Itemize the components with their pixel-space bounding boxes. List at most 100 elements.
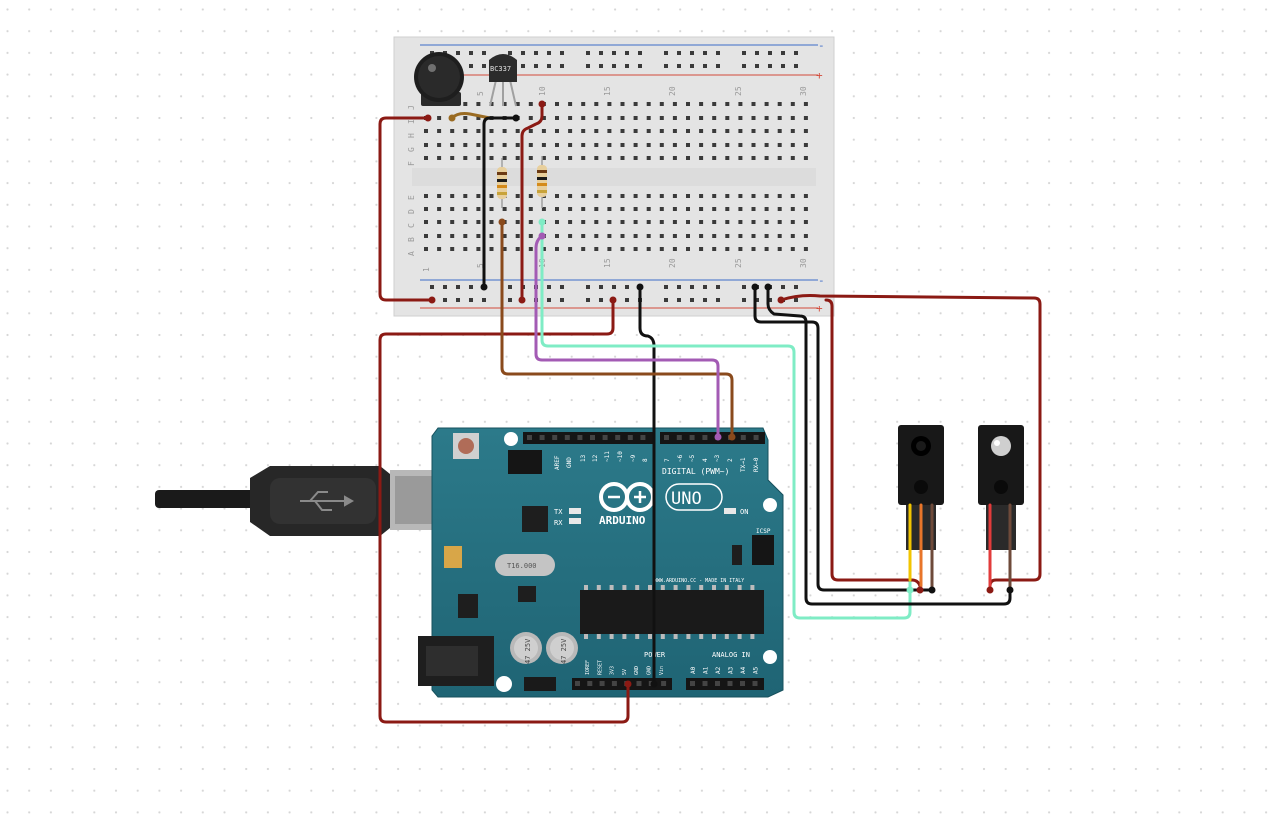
- breadboard-hole[interactable]: [686, 143, 690, 147]
- rail-hole[interactable]: [625, 298, 629, 302]
- breadboard-hole[interactable]: [581, 207, 586, 211]
- breadboard-hole[interactable]: [528, 116, 533, 120]
- wire-col10-to-plus-rail[interactable]: [520, 102, 544, 302]
- breadboard-hole[interactable]: [607, 220, 612, 224]
- breadboard-hole[interactable]: [424, 129, 428, 133]
- header-pin-hole[interactable]: [552, 435, 558, 440]
- rail-hole[interactable]: [612, 285, 616, 289]
- breadboard-hole[interactable]: [476, 220, 481, 224]
- breadboard-hole[interactable]: [528, 156, 533, 160]
- breadboard-hole[interactable]: [568, 156, 573, 160]
- breadboard-hole[interactable]: [515, 234, 520, 238]
- breadboard-hole[interactable]: [751, 234, 756, 238]
- breadboard-hole[interactable]: [777, 220, 782, 224]
- rail-hole[interactable]: [755, 298, 759, 302]
- breadboard-hole[interactable]: [725, 194, 730, 198]
- header-pin-hole[interactable]: [740, 435, 746, 440]
- rail-hole[interactable]: [508, 285, 512, 289]
- breadboard-hole[interactable]: [620, 194, 625, 198]
- breadboard-hole[interactable]: [489, 129, 494, 133]
- breadboard-hole[interactable]: [515, 194, 520, 198]
- breadboard-hole[interactable]: [686, 194, 690, 198]
- breadboard-hole[interactable]: [790, 194, 795, 198]
- rail-hole[interactable]: [742, 298, 746, 302]
- piezo-buzzer[interactable]: [414, 52, 464, 106]
- breadboard-hole[interactable]: [620, 143, 625, 147]
- breadboard-hole[interactable]: [541, 156, 546, 160]
- breadboard-hole[interactable]: [686, 102, 690, 106]
- breadboard-hole[interactable]: [581, 156, 586, 160]
- breadboard-hole[interactable]: [764, 116, 769, 120]
- header-pin-hole[interactable]: [702, 681, 708, 686]
- breadboard-hole[interactable]: [699, 102, 704, 106]
- breadboard-hole[interactable]: [764, 247, 769, 251]
- breadboard-hole[interactable]: [764, 102, 769, 106]
- breadboard-hole[interactable]: [672, 220, 677, 224]
- rail-hole[interactable]: [612, 51, 616, 55]
- breadboard-hole[interactable]: [528, 207, 533, 211]
- rail-hole[interactable]: [703, 285, 707, 289]
- breadboard-hole[interactable]: [594, 220, 599, 224]
- breadboard-hole[interactable]: [555, 102, 559, 106]
- breadboard-hole[interactable]: [581, 194, 586, 198]
- rail-hole[interactable]: [560, 285, 564, 289]
- rail-hole[interactable]: [716, 51, 720, 55]
- bc337-transistor[interactable]: BC337: [489, 54, 517, 107]
- breadboard-hole[interactable]: [437, 129, 442, 133]
- breadboard-hole[interactable]: [476, 207, 481, 211]
- header-pin-hole[interactable]: [602, 435, 608, 440]
- breadboard-hole[interactable]: [725, 143, 730, 147]
- breadboard-hole[interactable]: [489, 220, 494, 224]
- breadboard-hole[interactable]: [424, 234, 428, 238]
- breadboard-hole[interactable]: [489, 102, 494, 106]
- breadboard-hole[interactable]: [568, 247, 573, 251]
- breadboard-hole[interactable]: [659, 234, 664, 238]
- header-pin-hole[interactable]: [575, 681, 580, 686]
- breadboard-hole[interactable]: [620, 247, 625, 251]
- rail-hole[interactable]: [664, 64, 668, 68]
- rail-hole[interactable]: [625, 285, 629, 289]
- breadboard-hole[interactable]: [515, 102, 520, 106]
- breadboard-hole[interactable]: [803, 156, 808, 160]
- breadboard-hole[interactable]: [777, 234, 782, 238]
- breadboard-hole[interactable]: [450, 143, 455, 147]
- wire-resistor-to-pin2[interactable]: [500, 220, 734, 439]
- breadboard-hole[interactable]: [424, 247, 428, 251]
- breadboard-hole[interactable]: [450, 207, 455, 211]
- breadboard-hole[interactable]: [686, 129, 690, 133]
- breadboard-hole[interactable]: [424, 220, 428, 224]
- breadboard-hole[interactable]: [515, 129, 520, 133]
- breadboard-hole[interactable]: [646, 129, 651, 133]
- breadboard-hole[interactable]: [528, 194, 533, 198]
- breadboard-hole[interactable]: [751, 143, 756, 147]
- breadboard-hole[interactable]: [672, 234, 677, 238]
- breadboard-hole[interactable]: [594, 116, 599, 120]
- resistor-2[interactable]: [537, 156, 547, 208]
- rail-hole[interactable]: [482, 51, 486, 55]
- rail-hole[interactable]: [677, 51, 681, 55]
- header-pin-hole[interactable]: [702, 435, 708, 440]
- breadboard-hole[interactable]: [437, 207, 442, 211]
- breadboard-hole[interactable]: [646, 194, 651, 198]
- breadboard-hole[interactable]: [594, 156, 599, 160]
- breadboard-hole[interactable]: [581, 116, 586, 120]
- breadboard-hole[interactable]: [607, 194, 612, 198]
- breadboard-hole[interactable]: [633, 220, 638, 224]
- breadboard-hole[interactable]: [751, 102, 756, 106]
- breadboard-hole[interactable]: [633, 156, 638, 160]
- breadboard-hole[interactable]: [712, 234, 717, 238]
- breadboard-hole[interactable]: [489, 143, 494, 147]
- rail-hole[interactable]: [690, 51, 694, 55]
- breadboard-hole[interactable]: [633, 247, 638, 251]
- breadboard-hole[interactable]: [568, 234, 573, 238]
- wire-purple-to-pin3[interactable]: [534, 234, 720, 439]
- breadboard-hole[interactable]: [777, 194, 782, 198]
- breadboard-hole[interactable]: [738, 207, 743, 211]
- breadboard-hole[interactable]: [803, 220, 808, 224]
- breadboard-hole[interactable]: [803, 143, 808, 147]
- header-pin-hole[interactable]: [615, 435, 621, 440]
- breadboard-hole[interactable]: [607, 143, 612, 147]
- breadboard-hole[interactable]: [568, 194, 573, 198]
- breadboard-hole[interactable]: [489, 207, 494, 211]
